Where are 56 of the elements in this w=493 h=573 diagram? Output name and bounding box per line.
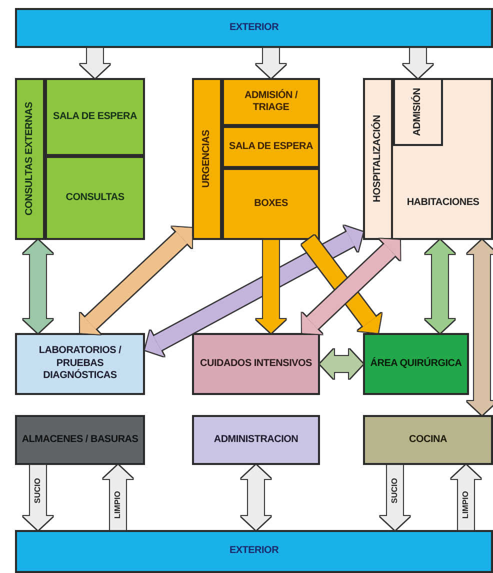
room-label: SALA DE ESPERA (228, 140, 314, 154)
room-label: EXTERIOR (228, 22, 280, 34)
block-arrow (103, 465, 133, 530)
room-label: ÁREA QUIRÚRGICA (369, 358, 463, 370)
room-box (45, 78, 145, 156)
double-arrow (302, 238, 400, 334)
block-arrow (80, 48, 110, 78)
room-label: ALMACENES / BASURAS (20, 434, 140, 446)
zone-box (363, 78, 493, 240)
double-arrow (320, 349, 363, 379)
block-arrow (403, 48, 433, 78)
room-box (15, 333, 145, 395)
edge-label: LIMPIO (114, 490, 122, 518)
room-box (363, 415, 493, 465)
exterior-band (15, 530, 493, 573)
block-arrow (256, 240, 286, 333)
block-arrow (23, 465, 53, 530)
room-label: HABITACIONES (406, 196, 480, 210)
room-label: COCINA (408, 434, 448, 446)
room-box (15, 415, 145, 465)
double-arrow (23, 240, 53, 333)
room-box (222, 168, 320, 240)
exterior-band (15, 8, 493, 48)
room-box (192, 415, 320, 465)
block-arrow (256, 48, 286, 78)
vertical-label: URGENCIAS (200, 130, 213, 188)
room-box (222, 78, 320, 126)
edge-label: LIMPIO (462, 490, 470, 518)
room-label: LABORATORIOS / PRUEBAS DIAGNÓSTICAS (38, 345, 122, 383)
block-arrow (302, 235, 382, 333)
block-arrow (451, 465, 481, 530)
vertical-label: CONSULTAS EXTERNAS (24, 102, 36, 216)
double-arrow (425, 240, 455, 333)
edge-label: SUCIO (34, 478, 42, 504)
double-arrow (241, 465, 271, 530)
room-box (45, 156, 145, 240)
room-label: CUIDADOS INTENSIVOS (199, 358, 313, 370)
room-box (192, 333, 320, 395)
room-label: EXTERIOR (228, 545, 280, 558)
vertical-label: HOSPITALIZACIÓN (372, 115, 384, 203)
double-arrow (467, 240, 493, 415)
room-label: ADMISIÓN / TRIAGE (243, 90, 299, 114)
room-label: CONSULTAS (64, 192, 126, 204)
zone-box (15, 78, 145, 240)
double-arrow (145, 225, 363, 357)
room-label: SALA DE ESPERA (52, 110, 138, 124)
zone-box (192, 78, 320, 240)
room-label: ADMINISTRACION (212, 434, 300, 446)
room-box (222, 126, 320, 168)
double-arrow (80, 226, 192, 334)
block-arrow (380, 465, 410, 530)
room-label: BOXES (253, 198, 289, 210)
edge-label: SUCIO (391, 478, 399, 504)
room-box (393, 78, 443, 146)
room-box (363, 333, 469, 395)
vertical-label: ADMISIÓN (412, 88, 424, 136)
